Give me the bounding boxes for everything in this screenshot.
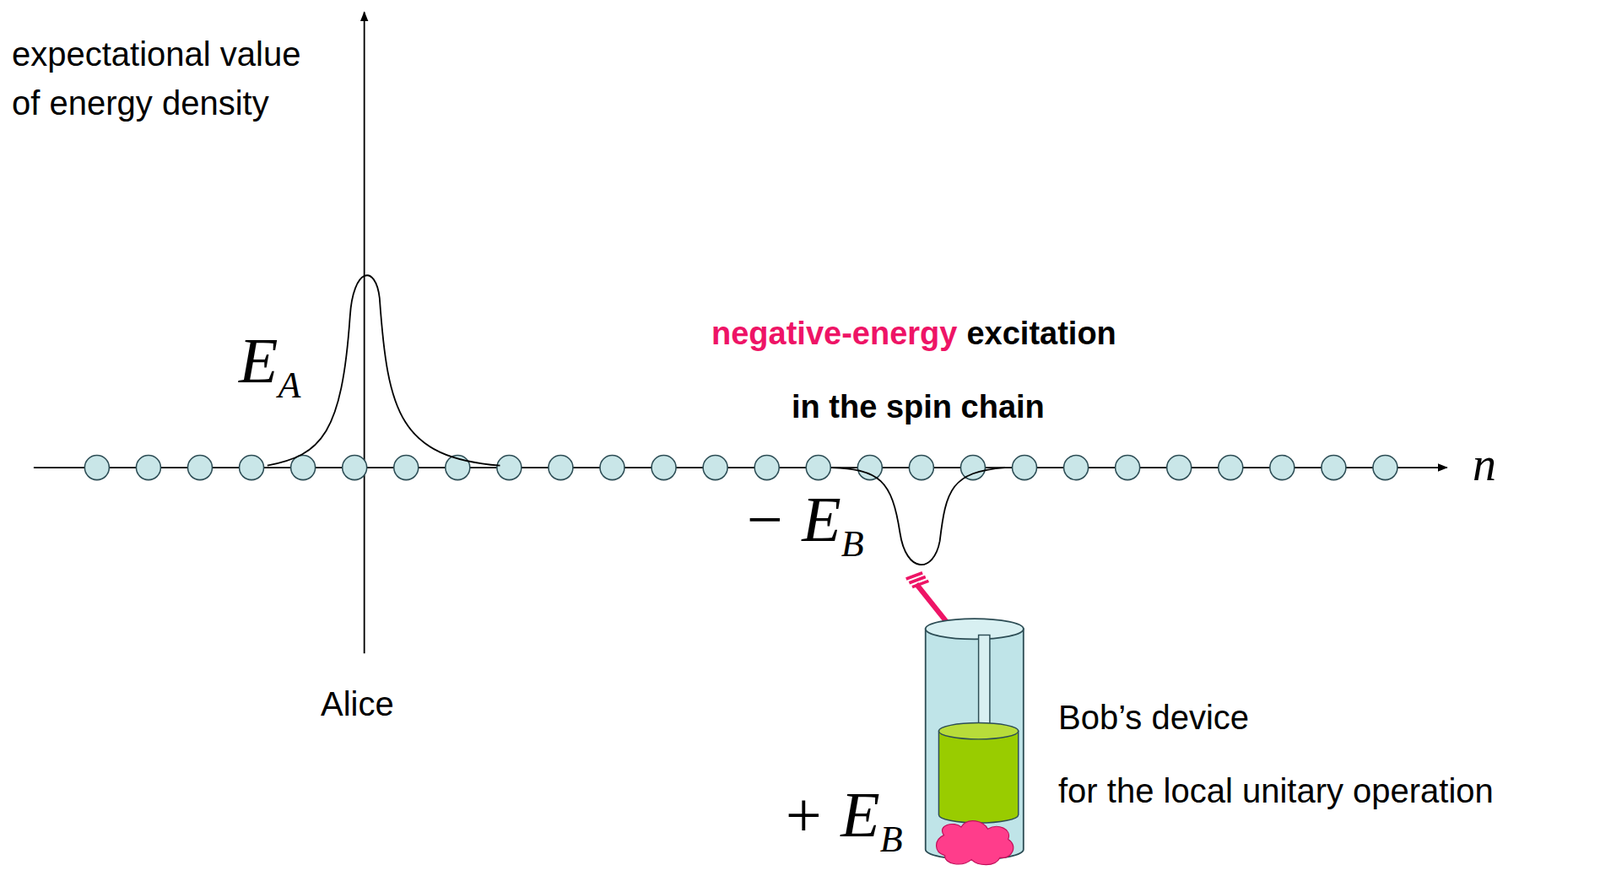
spin-site [84,455,109,481]
energy-subscript: B [880,818,903,862]
spin-site [135,455,161,481]
energy-subscript: B [841,523,865,567]
device-label: Bob’s device [1058,697,1249,737]
spin-site [342,455,368,481]
spin-site [1064,455,1089,481]
spin-site [960,455,985,481]
spin-site [600,455,625,481]
spin-site [1372,455,1398,481]
energy-symbol: − E [742,482,842,557]
spin-site [754,455,779,481]
spin-site [651,455,676,481]
spin-site [1321,455,1346,481]
spin-site [857,455,882,481]
spin-site [1167,455,1192,481]
excitation-label: excitation [966,315,1116,353]
excitation-label: in the spin chain [791,389,1045,427]
device-label: for the local unitary operation [1058,771,1494,811]
spin-site [394,455,419,481]
spin-site [1012,455,1038,481]
spin-site [702,455,728,481]
spin-site [1270,455,1295,481]
spin-site [239,455,265,481]
bob-device [925,618,1024,865]
spin-site [908,455,934,481]
spin-site [548,455,573,481]
spin-site [291,455,316,481]
party-label: Alice [320,684,395,724]
axis-label: of energy density [11,83,270,123]
energy-subscript: A [277,364,301,408]
energy-symbol: E [238,324,278,398]
spin-site [1218,455,1244,481]
spin-site [805,455,831,481]
spin-site [497,455,522,481]
axis-variable: n [1472,437,1497,492]
positive-energy-peak [267,275,501,465]
energy-axis [363,12,366,655]
spin-sites [84,455,1398,481]
energy-symbol: + E [781,778,881,852]
spin-site [187,455,212,481]
spin-site [1115,455,1141,481]
excitation-label: negative-energy [711,315,957,353]
axis-label: expectational value [11,34,301,74]
